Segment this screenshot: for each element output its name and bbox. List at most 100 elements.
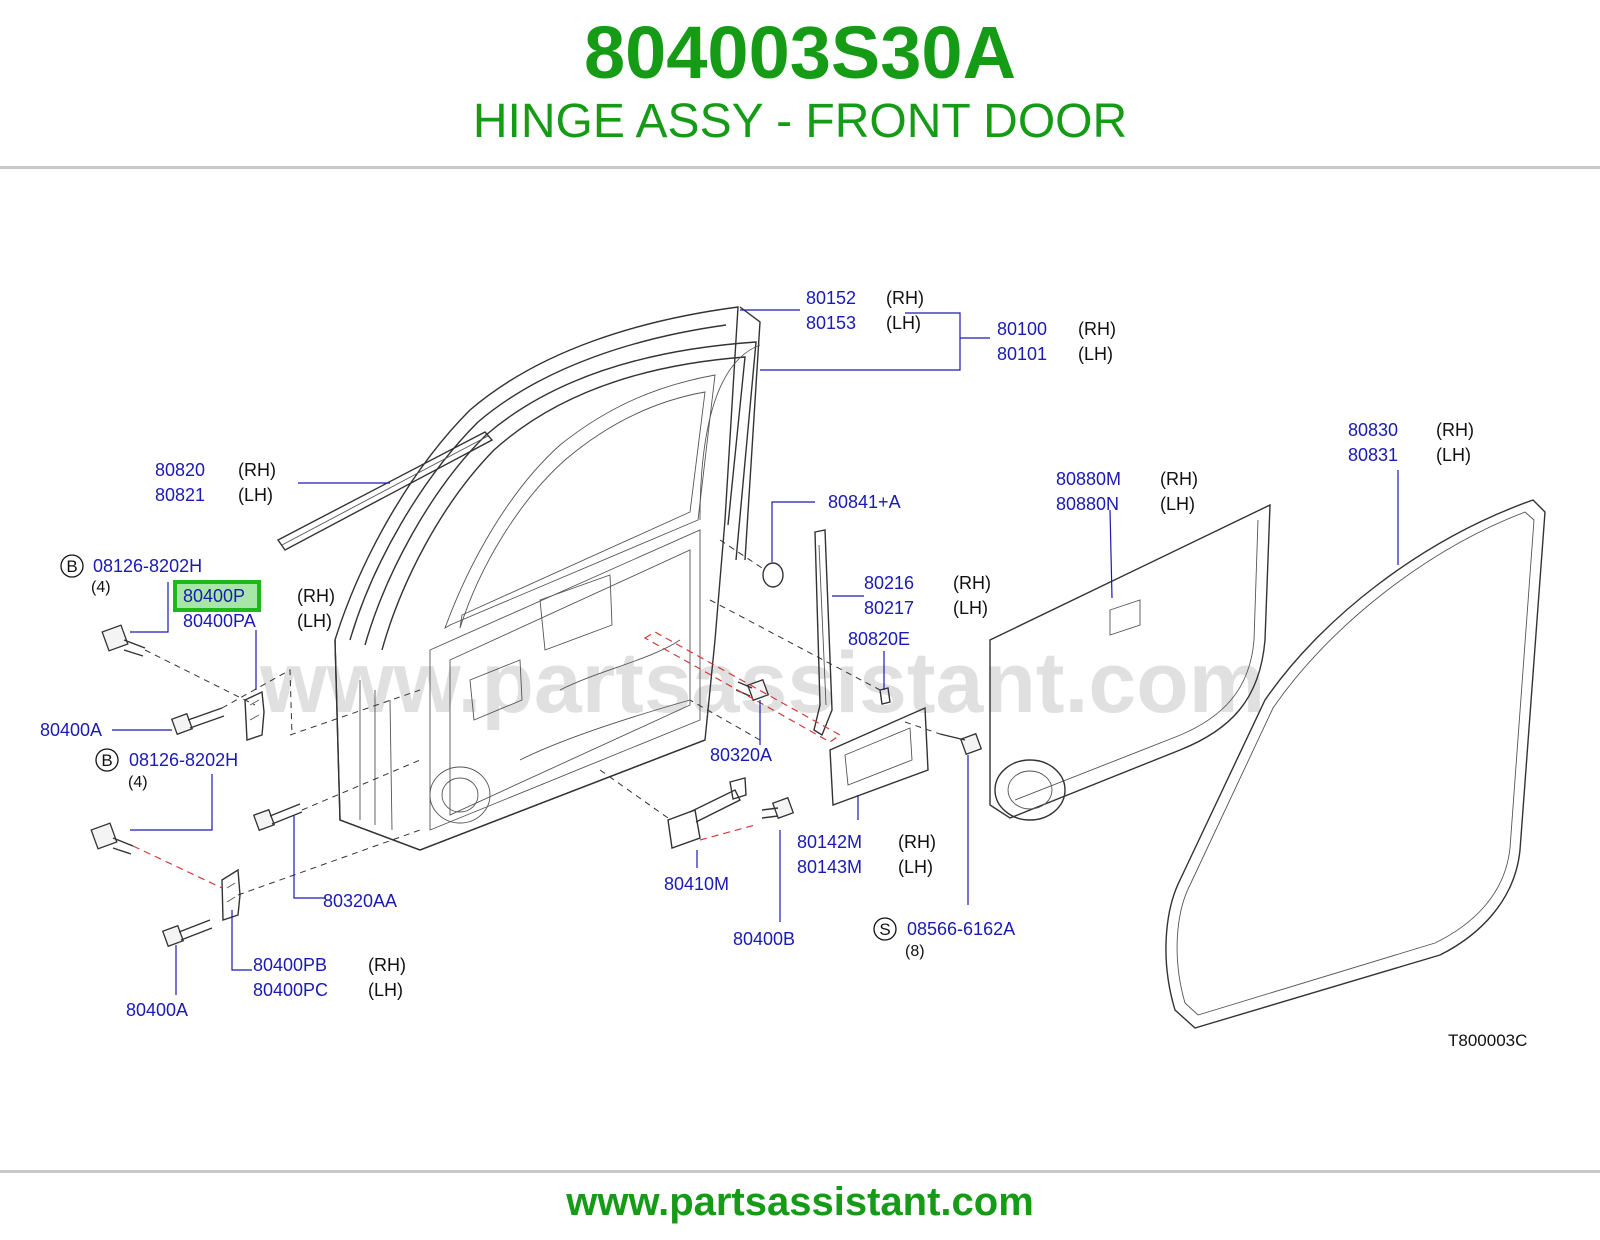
callout-80820e-num[interactable]: 80820E <box>848 629 910 649</box>
callout-80216-side: (RH) <box>953 573 991 593</box>
footer-site-link[interactable]: www.partsassistant.com <box>566 1180 1034 1224</box>
callout-80152[interactable]: 80152 (RH) <box>806 288 924 308</box>
part-number-title: 804003S30A <box>583 11 1017 94</box>
callout-80820e[interactable]: 80820E <box>848 629 910 649</box>
door-weatherstrip-illustration <box>699 306 761 561</box>
plug-illustration <box>762 562 784 588</box>
callout-80400pa-side: (LH) <box>297 611 332 631</box>
callout-80153-side: (LH) <box>886 313 921 333</box>
callout-80880m-num[interactable]: 80880M <box>1056 469 1121 489</box>
callout-80320aa[interactable]: 80320AA <box>323 891 397 911</box>
callout-08566-6162a-num[interactable]: 08566-6162A <box>907 919 1015 939</box>
callout-80143m[interactable]: 80143M (LH) <box>797 857 933 877</box>
part-description-title: HINGE ASSY - FRONT DOOR <box>472 95 1128 148</box>
callout-80880n-side: (LH) <box>1160 494 1195 514</box>
diagram-reference-code: T800003C <box>1448 1031 1527 1050</box>
highlighted-part-box[interactable] <box>173 580 261 612</box>
callout-80100[interactable]: 80100 (RH) <box>997 319 1116 339</box>
callout-80821-num[interactable]: 80821 <box>155 485 205 505</box>
door-trim-panel-illustration <box>989 503 1271 821</box>
callout-80142m-side: (RH) <box>898 832 936 852</box>
callout-80880n-num[interactable]: 80880N <box>1056 494 1119 514</box>
callout-80217-num[interactable]: 80217 <box>864 598 914 618</box>
callout-80100-num[interactable]: 80100 <box>997 319 1047 339</box>
callout-08126-8202h-upper-qty: (4) <box>91 579 111 596</box>
footer-divider <box>0 1170 1600 1173</box>
callout-80216[interactable]: 80216 (RH) <box>864 573 991 593</box>
callout-80142m[interactable]: 80142M (RH) <box>797 832 936 852</box>
bolt-80320aa <box>252 803 303 832</box>
callout-80400pc-num[interactable]: 80400PC <box>253 980 328 1000</box>
callout-80400p-num[interactable]: 80400P <box>183 586 245 606</box>
callout-80400a-upper[interactable]: 80400A <box>40 720 102 740</box>
callout-80410m-num[interactable]: 80410M <box>664 874 729 894</box>
callout-80400pb[interactable]: 80400PB (RH) <box>253 955 406 975</box>
callout-80880n[interactable]: 80880N (LH) <box>1056 494 1195 514</box>
callout-80831[interactable]: 80831 (LH) <box>1348 445 1471 465</box>
callout-80821[interactable]: 80821 (LH) <box>155 485 273 505</box>
callout-08126-8202h-upper-num[interactable]: 08126-8202H <box>93 556 202 576</box>
callout-08126-8202h-lower-num[interactable]: 08126-8202H <box>129 750 238 770</box>
callout-08126-8202h-lower[interactable]: B 08126-8202H (4) <box>95 748 238 791</box>
callout-80400pc[interactable]: 80400PC (LH) <box>253 980 403 1000</box>
assembly-guide-lines <box>132 539 941 896</box>
callout-80100-side: (RH) <box>1078 319 1116 339</box>
callout-80320aa-num[interactable]: 80320AA <box>323 891 397 911</box>
callout-80101-side: (LH) <box>1078 344 1113 364</box>
callout-80400a-lower-num[interactable]: 80400A <box>126 1000 188 1020</box>
callout-80320a-num[interactable]: 80320A <box>710 745 772 765</box>
bolt-type-letter: B <box>101 751 112 770</box>
callout-80101[interactable]: 80101 (LH) <box>997 344 1113 364</box>
callout-80880m[interactable]: 80880M (RH) <box>1056 469 1198 489</box>
callout-80400p-side: (RH) <box>297 586 335 606</box>
callout-80410m[interactable]: 80410M <box>664 874 729 894</box>
header-divider <box>0 166 1600 169</box>
callout-80400p[interactable]: 80400P (RH) <box>183 586 335 606</box>
callout-80820[interactable]: 80820 (RH) <box>155 460 276 480</box>
glass-run-channel-illustration <box>813 529 833 737</box>
callout-80101-num[interactable]: 80101 <box>997 344 1047 364</box>
callout-80400pb-side: (RH) <box>368 955 406 975</box>
clip-80820e <box>879 687 891 705</box>
callout-80831-num[interactable]: 80831 <box>1348 445 1398 465</box>
callout-80217[interactable]: 80217 (LH) <box>864 598 988 618</box>
callout-80153-num[interactable]: 80153 <box>806 313 856 333</box>
callout-80216-num[interactable]: 80216 <box>864 573 914 593</box>
callout-80143m-num[interactable]: 80143M <box>797 857 862 877</box>
callout-80830-side: (RH) <box>1436 420 1474 440</box>
page-header: 804003S30A HINGE ASSY - FRONT DOOR <box>0 0 1600 170</box>
callout-08126-8202h-upper[interactable]: B 08126-8202H (4) <box>60 554 202 596</box>
callout-80400pa-num[interactable]: 80400PA <box>183 611 256 631</box>
bolt-type-letter: B <box>66 557 77 576</box>
callout-80153[interactable]: 80153 (LH) <box>806 313 921 333</box>
callout-80152-num[interactable]: 80152 <box>806 288 856 308</box>
callout-80820-num[interactable]: 80820 <box>155 460 205 480</box>
bolt-type-circle <box>60 554 84 578</box>
bolt-type-circle <box>95 748 119 772</box>
lower-hinge-illustration <box>221 868 241 921</box>
callout-80143m-side: (LH) <box>898 857 933 877</box>
callout-08566-6162a[interactable]: S 08566-6162A (8) <box>873 917 1015 960</box>
callout-80400pa[interactable]: 80400PA (LH) <box>183 611 332 631</box>
callout-80841a[interactable]: 80841+A <box>828 492 901 512</box>
callout-80142m-num[interactable]: 80142M <box>797 832 862 852</box>
body-weatherstrip-illustration <box>1165 499 1546 1029</box>
callout-80400a-upper-num[interactable]: 80400A <box>40 720 102 740</box>
belt-moulding-illustration <box>276 431 494 551</box>
callout-80400b[interactable]: 80400B <box>733 929 795 949</box>
callout-80830[interactable]: 80830 (RH) <box>1348 420 1474 440</box>
callout-80400pc-side: (LH) <box>368 980 403 1000</box>
callout-80320a[interactable]: 80320A <box>710 745 772 765</box>
screw-type-letter: S <box>879 920 890 939</box>
callout-80400b-num[interactable]: 80400B <box>733 929 795 949</box>
bolt-80400a-upper <box>170 707 225 736</box>
bolt-lower-b <box>90 822 134 855</box>
callout-80400a-lower[interactable]: 80400A <box>126 1000 188 1020</box>
callout-leader-lines <box>112 309 1399 995</box>
callout-80830-num[interactable]: 80830 <box>1348 420 1398 440</box>
bolt-80400b <box>761 796 795 820</box>
callout-80400pb-num[interactable]: 80400PB <box>253 955 327 975</box>
callout-80841a-num[interactable]: 80841+A <box>828 492 901 512</box>
callout-08126-8202h-lower-qty: (4) <box>128 774 148 791</box>
